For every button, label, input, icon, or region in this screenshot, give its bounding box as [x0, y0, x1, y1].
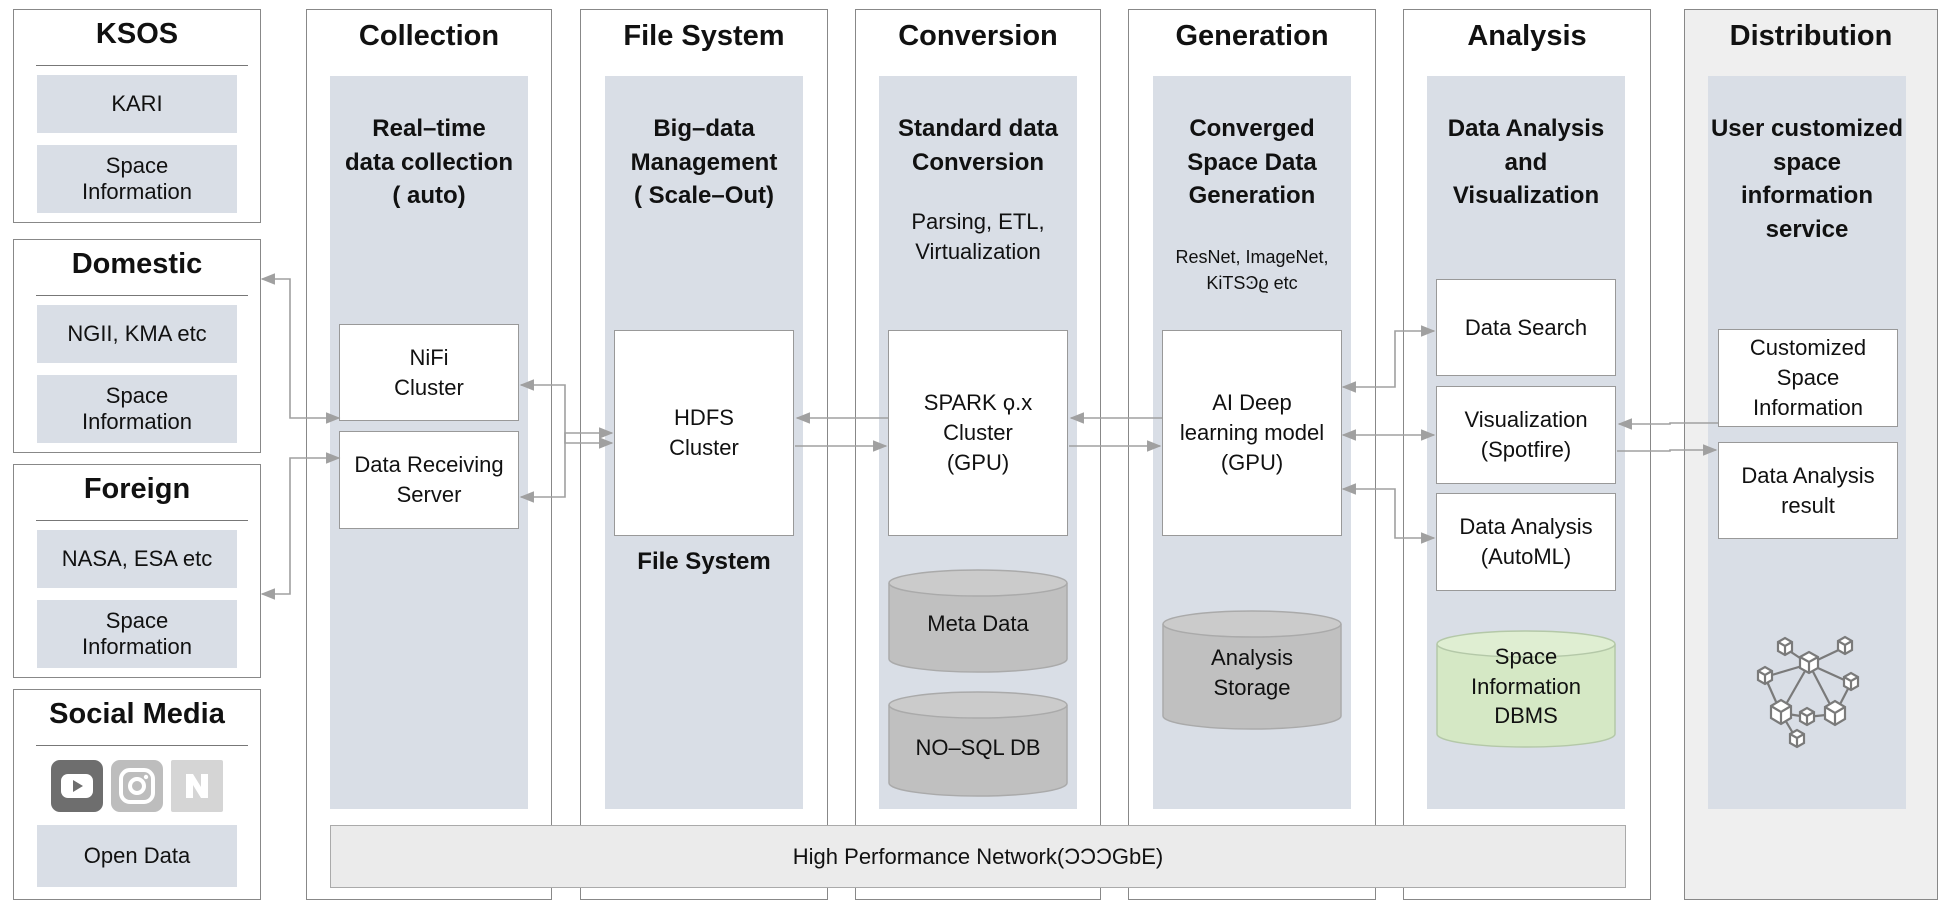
analysis-storage-cylinder: Analysis Storage [1162, 610, 1342, 730]
domestic-item-space-info: Space Information [37, 375, 237, 443]
arrow-visualization-to-distribution [1617, 444, 1718, 456]
filesystem-label: File System [637, 548, 771, 575]
meta-data-label: Meta Data [927, 611, 1029, 636]
ksos-item-space-info: Space Information [37, 145, 237, 213]
space-info-dbms-cylinder: Space Information DBMS [1436, 630, 1616, 748]
nosql-db-cylinder: NO–SQL DB [888, 691, 1068, 797]
spark-cluster-box: SPARK ϙ.x Cluster (GPU) [888, 330, 1068, 536]
arrow-ai-data-search [1341, 325, 1436, 393]
ksos-panel: KSOS KARI Space Information [13, 9, 261, 223]
domestic-panel: Domestic NGII, KMA etc Space Information [13, 239, 261, 453]
filesystem-heading: Big–data Management ( Scale–Out) [630, 115, 778, 210]
arrow-nifi-hdfs [519, 379, 614, 449]
foreign-item-agencies: NASA, ESA etc [37, 530, 237, 588]
arrow-domestic-collection [260, 273, 341, 424]
social-media-panel: Social Media Open Data [13, 689, 261, 900]
analysis-heading: Data Analysis and Visualization [1447, 115, 1605, 210]
domestic-item-agencies: NGII, KMA etc [37, 305, 237, 363]
collection-title: Collection [358, 20, 500, 52]
network-label: High Performance Network(ϽϽϽGbE) [792, 843, 1164, 869]
distribution-heading: User customized space information servic… [1710, 115, 1904, 243]
arrow-receiver-hdfs [519, 427, 614, 503]
arrow-distribution-to-visualization [1617, 418, 1718, 430]
foreign-title-rule [36, 520, 248, 521]
ksos-title-rule [36, 65, 248, 66]
social-media-title-rule [36, 745, 248, 746]
space-info-dbms-label: Space Information DBMS [1470, 644, 1582, 729]
social-media-title: Social Media [49, 698, 225, 730]
analysis-storage-label: Analysis Storage [1211, 645, 1293, 700]
hdfs-cluster-box: HDFS Cluster [614, 330, 794, 536]
arrow-ai-automl [1341, 483, 1436, 544]
meta-data-cylinder: Meta Data [888, 569, 1068, 673]
foreign-panel: Foreign NASA, ESA etc Space Information [13, 464, 261, 678]
analysis-title: Analysis [1467, 20, 1587, 52]
visualization-spotfire-box: Visualization (Spotfire) [1436, 386, 1616, 484]
data-analysis-automl-box: Data Analysis (AutoML) [1436, 493, 1616, 591]
data-receiving-server-box: Data Receiving Server [339, 431, 519, 529]
youtube-icon [51, 760, 103, 812]
collection-heading: Real–time data collection ( auto) [344, 115, 514, 210]
conversion-heading: Standard data Conversion [897, 115, 1059, 176]
ksos-item-kari: KARI [37, 75, 237, 133]
domestic-title: Domestic [71, 248, 203, 280]
conversion-title: Conversion [898, 20, 1058, 52]
naver-icon [171, 760, 223, 812]
generation-subheading: ResNet, ImageNet, KiTSϿϱ etc [1175, 247, 1329, 294]
conversion-subheading: Parsing, ETL, Virtualization [911, 209, 1045, 264]
ksos-title: KSOS [95, 18, 179, 50]
nifi-cluster-box: NiFi Cluster [339, 324, 519, 421]
domestic-title-rule [36, 295, 248, 296]
customized-space-info-box: Customized Space Information [1718, 329, 1898, 427]
ai-deep-learning-box: AI Deep learning model (GPU) [1162, 330, 1342, 536]
network-cubes-icon [1745, 630, 1870, 755]
generation-heading: Converged Space Data Generation [1187, 115, 1317, 210]
data-search-box: Data Search [1436, 279, 1616, 376]
generation-title: Generation [1175, 20, 1329, 52]
distribution-title: Distribution [1729, 20, 1893, 52]
foreign-title: Foreign [83, 473, 191, 505]
instagram-icon [111, 760, 163, 812]
filesystem-title: File System [623, 20, 785, 52]
arrow-foreign-collection [260, 452, 341, 600]
social-item-open-data: Open Data [37, 825, 237, 887]
data-analysis-result-box: Data Analysis result [1718, 442, 1898, 539]
high-performance-network-bar: High Performance Network(ϽϽϽGbE) [330, 825, 1626, 888]
nosql-db-label: NO–SQL DB [915, 735, 1041, 760]
foreign-item-space-info: Space Information [37, 600, 237, 668]
